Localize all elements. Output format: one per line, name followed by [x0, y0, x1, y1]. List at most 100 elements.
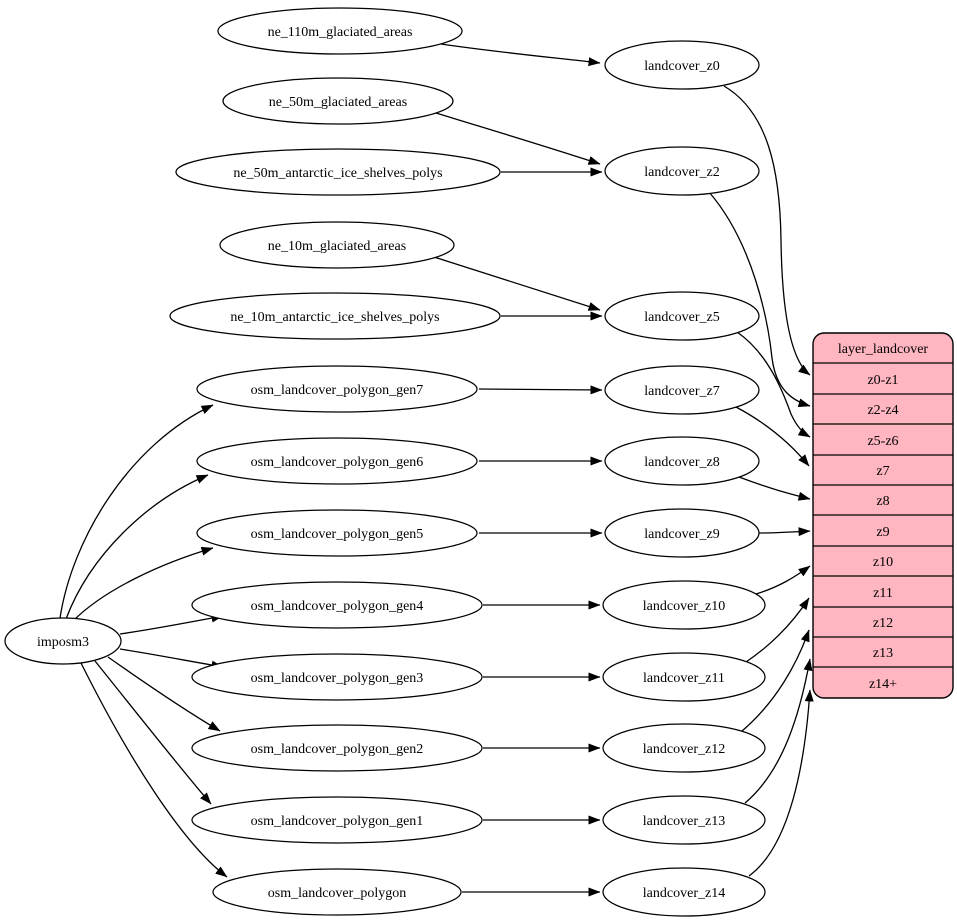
- node-label: landcover_z12: [643, 742, 725, 757]
- node-label: osm_landcover_polygon_gen4: [251, 599, 424, 614]
- landcover-nodes-layer: landcover_z0 landcover_z2 landcover_z5 l…: [602, 40, 766, 917]
- table-row-z14plus: z14+: [869, 677, 897, 692]
- table-row-z8: z8: [876, 494, 889, 509]
- edge-landcover_z12-row-z12: [741, 629, 810, 732]
- node-ellipse: [602, 723, 766, 773]
- edge-imposm3-osm_landcover_polygon_gen3: [119, 648, 224, 670]
- edge-imposm3-osm_landcover_polygon_gen5: [72, 546, 214, 622]
- node-ellipse: [604, 146, 760, 196]
- node-label: ne_110m_glaciated_areas: [268, 25, 413, 40]
- edge-landcover_z10-row-z10: [755, 565, 811, 595]
- node-label: landcover_z11: [643, 671, 725, 686]
- node-landcover_z11: landcover_z11: [602, 652, 766, 702]
- node-ellipse: [604, 40, 760, 90]
- node-ellipse: [604, 508, 760, 558]
- node-label: osm_landcover_polygon: [268, 886, 406, 901]
- edge-imposm3-osm_landcover_polygon_gen6: [65, 474, 209, 620]
- node-osm_landcover_polygon_gen7: osm_landcover_polygon_gen7: [196, 365, 478, 413]
- edge-landcover_z14-row-z14plus: [748, 689, 814, 877]
- table-row-z12: z12: [873, 616, 893, 631]
- node-osm_landcover_polygon_gen5: osm_landcover_polygon_gen5: [196, 509, 478, 557]
- node-ellipse: [175, 148, 501, 196]
- node-landcover_z13: landcover_z13: [602, 795, 766, 845]
- node-label: landcover_z0: [644, 59, 719, 74]
- node-ellipse: [602, 867, 766, 917]
- node-label: landcover_z9: [644, 527, 719, 542]
- node-label: imposm3: [37, 635, 89, 650]
- node-osm_landcover_polygon_gen3: osm_landcover_polygon_gen3: [191, 653, 483, 701]
- node-label: landcover_z13: [643, 814, 725, 829]
- node-osm_landcover_polygon_gen2: osm_landcover_polygon_gen2: [191, 724, 483, 772]
- node-ellipse: [602, 652, 766, 702]
- node-label: ne_50m_glaciated_areas: [269, 95, 407, 110]
- table-title: layer_landcover: [838, 342, 929, 357]
- node-ellipse: [222, 77, 454, 125]
- edge-imposm3-osm_landcover_polygon_gen1: [94, 660, 212, 805]
- edge-landcover_z11-row-z11: [745, 597, 810, 663]
- edge-landcover_z7-row-z7: [735, 406, 810, 467]
- node-label: landcover_z7: [644, 384, 719, 399]
- edge-imposm3-osm_landcover_polygon_gen4: [119, 613, 224, 635]
- node-ellipse: [604, 291, 760, 341]
- node-osm_landcover_polygon: osm_landcover_polygon: [212, 868, 462, 916]
- node-landcover_z9: landcover_z9: [604, 508, 760, 558]
- node-label: landcover_z14: [643, 886, 725, 901]
- node-label: landcover_z10: [643, 599, 725, 614]
- node-label: landcover_z5: [644, 310, 719, 325]
- node-ellipse: [604, 365, 760, 415]
- node-landcover_z8: landcover_z8: [604, 436, 760, 486]
- node-ne_10m_antarctic_ice_shelves_polys: ne_10m_antarctic_ice_shelves_polys: [169, 292, 501, 340]
- edges-layer: [59, 43, 814, 897]
- table-row-z13: z13: [873, 646, 893, 661]
- edge-landcover_z5-row-z5-z6: [736, 331, 811, 438]
- node-ne_50m_antarctic_ice_shelves_polys: ne_50m_antarctic_ice_shelves_polys: [175, 148, 501, 196]
- node-ellipse: [602, 580, 766, 630]
- edge-landcover_z0-row-z0-z1: [723, 85, 811, 376]
- node-landcover_z7: landcover_z7: [604, 365, 760, 415]
- edge-landcover_z13-row-z13: [744, 658, 813, 804]
- node-landcover_z10: landcover_z10: [602, 580, 766, 630]
- edge-ne_50m_glaciated_areas-landcover_z2: [435, 112, 601, 165]
- edge-osm_landcover_polygon_gen7-landcover_z7: [478, 385, 603, 395]
- node-label: osm_landcover_polygon_gen5: [251, 527, 424, 542]
- node-ellipse: [169, 292, 501, 340]
- node-ellipse: [602, 795, 766, 845]
- edge-imposm3-osm_landcover_polygon_gen2: [107, 656, 221, 732]
- node-label: osm_landcover_polygon_gen7: [251, 383, 424, 398]
- node-osm_landcover_polygon_gen1: osm_landcover_polygon_gen1: [191, 796, 483, 844]
- node-label: ne_10m_glaciated_areas: [268, 239, 406, 254]
- node-landcover_z14: landcover_z14: [602, 867, 766, 917]
- node-ellipse: [191, 581, 483, 629]
- node-ellipse: [4, 617, 122, 665]
- table-row-z0-z1: z0-z1: [867, 373, 898, 388]
- node-label: landcover_z2: [644, 165, 719, 180]
- node-landcover_z12: landcover_z12: [602, 723, 766, 773]
- node-ellipse: [196, 509, 478, 557]
- node-ellipse: [217, 7, 463, 55]
- node-layer_landcover-table: layer_landcover z0-z1 z2-z4 z5-z6 z7 z8 …: [812, 332, 954, 699]
- edge-landcover_z9-row-z9: [758, 527, 811, 537]
- node-label: ne_50m_antarctic_ice_shelves_polys: [233, 166, 442, 181]
- node-label: osm_landcover_polygon_gen6: [251, 455, 424, 470]
- table-row-z9: z9: [876, 525, 889, 540]
- node-landcover_z5: landcover_z5: [604, 291, 760, 341]
- node-label: osm_landcover_polygon_gen2: [251, 742, 424, 757]
- node-label: osm_landcover_polygon_gen1: [251, 814, 424, 829]
- node-ellipse: [191, 653, 483, 701]
- node-ne_110m_glaciated_areas: ne_110m_glaciated_areas: [217, 7, 463, 55]
- node-ne_10m_glaciated_areas: ne_10m_glaciated_areas: [219, 221, 455, 269]
- node-label: osm_landcover_polygon_gen3: [251, 671, 424, 686]
- table-row-z11: z11: [873, 586, 893, 601]
- node-ellipse: [196, 437, 478, 485]
- edge-imposm3-osm_landcover_polygon_gen7: [59, 404, 214, 619]
- edge-landcover_z2-row-z2-z4: [708, 191, 811, 408]
- node-label: ne_10m_antarctic_ice_shelves_polys: [230, 310, 439, 325]
- edge-landcover_z8-row-z8: [738, 476, 811, 501]
- source-nodes-layer: ne_110m_glaciated_areas ne_50m_glaciated…: [4, 7, 501, 916]
- node-imposm3: imposm3: [4, 617, 122, 665]
- table-row-z5-z6: z5-z6: [867, 434, 898, 449]
- node-ellipse: [191, 796, 483, 844]
- edge-ne_110m_glaciated_areas-landcover_z0: [440, 43, 601, 67]
- node-osm_landcover_polygon_gen4: osm_landcover_polygon_gen4: [191, 581, 483, 629]
